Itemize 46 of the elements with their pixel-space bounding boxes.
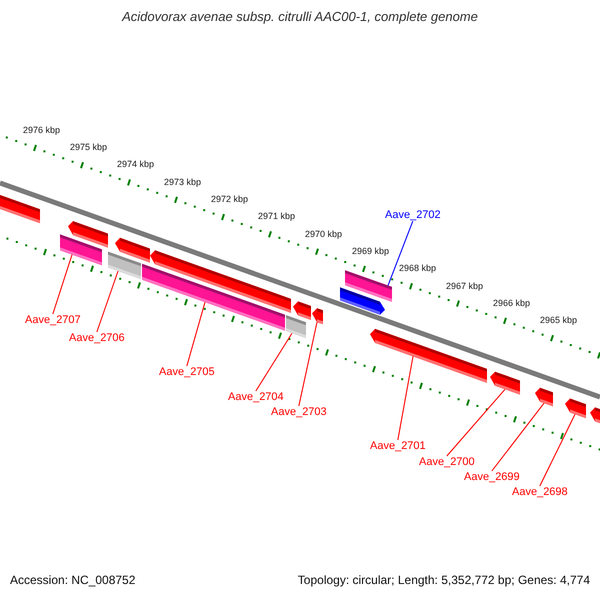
scale-label: 2966 kbp [493, 298, 530, 309]
leader-line [388, 220, 414, 286]
gene-block [590, 407, 600, 426]
gene-block [115, 238, 150, 263]
scale-label: 2973 kbp [164, 178, 202, 188]
gene-label: Aave_2705 [159, 366, 215, 378]
leader-line [186, 302, 206, 366]
scale-label: 2972 kbp [211, 195, 248, 205]
gene-block [312, 308, 323, 324]
leader-line [446, 388, 506, 456]
gene-block [150, 250, 291, 313]
scale-label: 2970 kbp [305, 230, 342, 240]
gene-block [535, 388, 553, 406]
scale-label: 2976 kbp [23, 126, 60, 136]
gene-label: Aave_2701 [370, 440, 426, 452]
gene-block [490, 372, 520, 395]
leader-line [397, 356, 414, 440]
leader-line [491, 402, 544, 472]
gene-block [68, 221, 108, 248]
genome-info-text: Topology: circular; Length: 5,352,772 bp; Genes: 4,774 [298, 574, 590, 588]
scale-label: 2968 kbp [399, 264, 436, 274]
leader-line [539, 414, 576, 486]
scale-label: 2969 kbp [352, 246, 390, 257]
scale-label: 2974 kbp [117, 160, 154, 170]
gene-label: Aave_2700 [419, 456, 475, 468]
gene-label: Aave_2703 [271, 406, 327, 418]
gene-label: Aave_2706 [69, 332, 125, 344]
gene-block [345, 270, 392, 302]
leader-line [298, 322, 318, 406]
gene-block [293, 301, 311, 320]
gene-label: Aave_2707 [25, 314, 81, 326]
gene-block [286, 315, 306, 338]
gene-label: Aave_2699 [464, 471, 520, 484]
gene-block [0, 195, 40, 224]
scale-label: 2975 kbp [70, 143, 108, 154]
gene-label: Aave_2702 [385, 209, 441, 222]
scale-label: 2965 kbp [540, 316, 578, 326]
accession-text: Accession: NC_008752 [10, 574, 136, 588]
title: Acidovorax avenae subsp. citrulli AAC00-1, complete genome [120, 10, 479, 24]
gene-label: Aave_2704 [228, 391, 284, 404]
scale-label: 2971 kbp [258, 212, 296, 222]
leader-line [255, 332, 292, 392]
gene-block [370, 328, 487, 383]
gene-block [565, 398, 586, 418]
gene-label: Aave_2698 [512, 486, 568, 498]
scale-label: 2967 kbp [446, 282, 484, 292]
